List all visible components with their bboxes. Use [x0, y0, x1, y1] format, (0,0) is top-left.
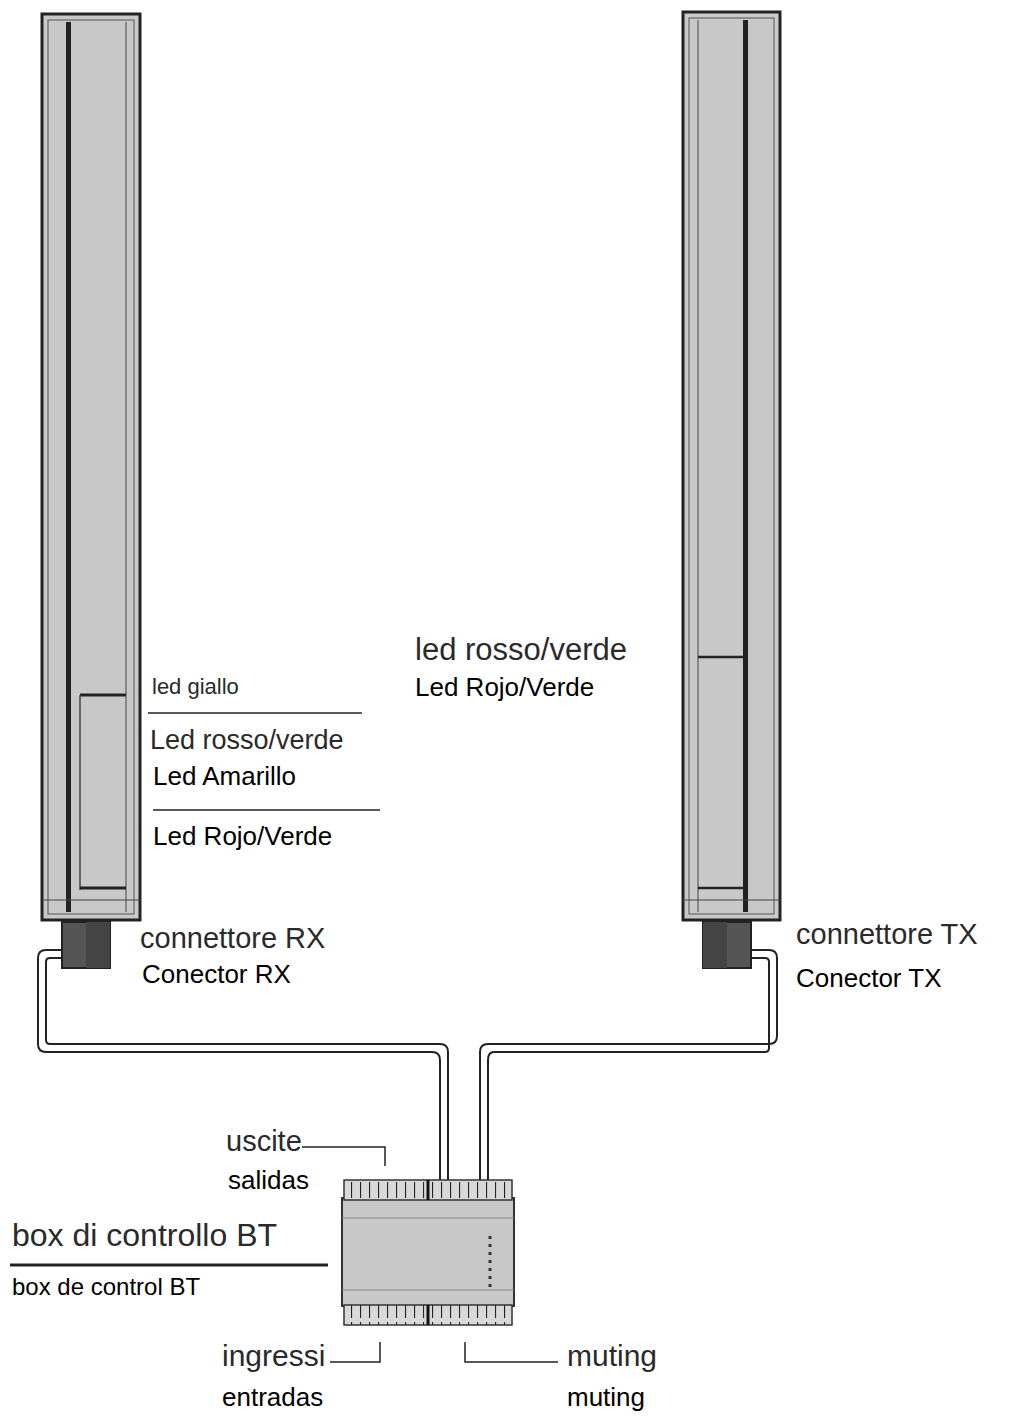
- led-label: Led Rojo/Verde: [153, 822, 332, 851]
- led-label: led rosso/verde: [415, 633, 627, 667]
- terminal-label: ingressi: [222, 1339, 325, 1372]
- terminal-label: entradas: [222, 1383, 323, 1412]
- box-label: box de control BT: [12, 1274, 200, 1300]
- led-label: led giallo: [152, 675, 239, 699]
- terminal-label: muting: [567, 1383, 645, 1412]
- tx-column: [683, 12, 780, 920]
- connector-label: Conector TX: [796, 964, 941, 993]
- control-box: [342, 1180, 514, 1325]
- rx-column: [42, 14, 140, 920]
- connector-label: connettore RX: [140, 923, 325, 955]
- connector-label: Conector RX: [142, 960, 291, 989]
- cables: [38, 950, 777, 1182]
- terminal-label: salidas: [228, 1166, 309, 1195]
- leader-lines: [10, 713, 558, 1362]
- led-label: Led Rojo/Verde: [415, 673, 594, 702]
- led-label: Led rosso/verde: [150, 726, 344, 756]
- box-label: box di controllo BT: [12, 1218, 277, 1253]
- led-label: Led Amarillo: [153, 762, 296, 791]
- connector-label: connettore TX: [796, 919, 978, 951]
- terminal-label: muting: [567, 1339, 657, 1372]
- terminal-label: uscite: [226, 1126, 302, 1158]
